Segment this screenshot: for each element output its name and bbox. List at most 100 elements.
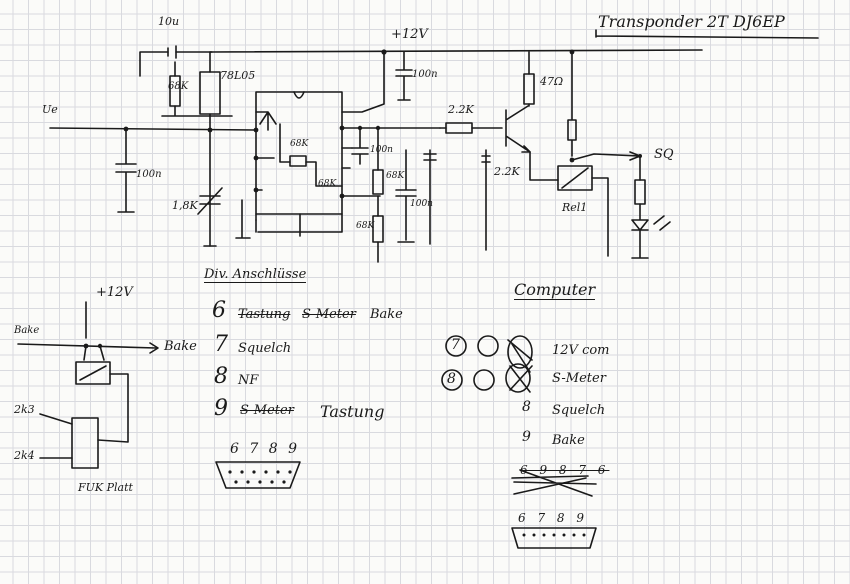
ic-to-rail: [341, 51, 385, 113]
resistor-top-left-leads: [161, 61, 233, 117]
conn-row-text: Squelch: [238, 341, 292, 356]
r2-label: 68K: [290, 139, 309, 149]
supply-label: +12V: [391, 27, 428, 42]
conn-row-struck: S-Meter: [302, 307, 356, 322]
ground-symbols: [203, 199, 251, 247]
cap-c: [395, 149, 417, 243]
r3-label: 68K: [318, 179, 337, 189]
input-line: [49, 127, 257, 131]
junction: [569, 157, 575, 163]
r1-label: 68K: [168, 81, 189, 92]
input-label: Ue: [42, 103, 58, 116]
circled-num: 7: [451, 337, 460, 353]
r-coll-label: 47Ω: [540, 75, 564, 88]
computer-row-text: S-Meter: [552, 371, 606, 386]
cap-b-label: 100n: [410, 199, 433, 209]
resistor-2-2k-base: [445, 122, 473, 134]
conn-row-num: 6: [212, 298, 226, 323]
out-label: SQ: [654, 147, 674, 162]
led-symbol: [631, 203, 649, 259]
relay-coil-slash: [561, 167, 589, 189]
plug-left-pins: [228, 470, 292, 484]
bl-supply-label: +12V: [96, 285, 133, 300]
bl-out-label: Bake: [164, 339, 197, 354]
circled-num: 8: [447, 371, 456, 387]
conn-row-num: 8: [214, 364, 228, 389]
conn-row-text: NF: [238, 373, 259, 388]
conn-row-num: 9: [214, 396, 228, 421]
bl-pin-leads: [39, 413, 73, 459]
bl-pin-a: 2k3: [14, 403, 35, 416]
bl-relay-coil: [75, 361, 111, 385]
r-in-label: 1,8K: [172, 199, 198, 212]
internal-wires: [279, 123, 343, 187]
transistor: [505, 105, 531, 153]
cap-a: [351, 127, 369, 165]
ic-right-pins: [341, 127, 441, 197]
cap-a-label: 100n: [370, 145, 393, 155]
relay-ground: [591, 177, 609, 257]
ic-body: [255, 91, 343, 215]
resistor-47: [523, 73, 535, 105]
computer-row-text: Squelch: [552, 403, 606, 418]
ic-bottom: [255, 213, 343, 237]
relay-label: Rel1: [562, 201, 588, 214]
r5-label: 68K: [356, 221, 375, 231]
bl-coil-slash: [79, 365, 107, 381]
plug-right-struck: [511, 469, 597, 497]
computer-row-text: 12V com: [552, 343, 610, 358]
resistor-led: [634, 179, 646, 205]
cap-top-label: 10u: [158, 15, 180, 28]
junction: [339, 125, 345, 131]
conn-row-num: 7: [214, 332, 228, 357]
conn-row-struck: Tastung: [238, 307, 291, 322]
junction: [253, 155, 259, 161]
ic-notch: [293, 91, 305, 99]
r-base-label: 2.2K: [448, 103, 474, 116]
plug-left-pin-labels: 6 7 8 9: [230, 441, 300, 457]
bl-branch: [83, 345, 105, 361]
bl-pin-b: 2k4: [14, 449, 35, 462]
scribble: [507, 339, 533, 393]
relay-contact-res: [567, 51, 577, 157]
led-rays: [653, 215, 671, 231]
bl-arrow: [149, 342, 159, 354]
cap-d: [423, 149, 437, 245]
junction: [381, 49, 387, 55]
trimmer-cap: [197, 187, 223, 215]
emitter-path: [529, 151, 559, 181]
cap-supply: [395, 51, 413, 101]
bl-return: [97, 373, 129, 443]
junction: [339, 193, 345, 199]
bl-module: [71, 417, 99, 469]
cap-10u-leads: [139, 51, 213, 77]
resistor-68k-internal: [289, 155, 307, 167]
connections-heading: Div. Anschlüsse: [204, 267, 307, 283]
bl-part-label: FUK Platt: [78, 481, 133, 494]
r-led-label: 2.2K: [494, 165, 520, 178]
computer-heading: Computer: [514, 280, 596, 300]
circled-pins: [441, 335, 533, 393]
plug-right-pins: [522, 533, 586, 537]
computer-row-num: 8: [522, 399, 531, 415]
cap-input: [115, 128, 137, 213]
cap-supply-label: 100n: [412, 69, 438, 80]
conn-row-text: Tastung: [320, 402, 385, 421]
resistor-68k-a: [372, 169, 384, 195]
plug-right-pin-labels: 6 7 8 9: [518, 511, 588, 525]
r4-label: 68K: [386, 171, 405, 181]
plug-left: [215, 461, 301, 489]
junction: [253, 187, 259, 193]
regulator-78l05: [199, 71, 221, 115]
ic-left-pins: [255, 111, 277, 221]
page-title: Transponder 2T DJ6EP: [598, 12, 785, 31]
cap-10u-symbol: [167, 45, 177, 59]
supply-rail: [209, 49, 703, 53]
conn-row-text: Bake: [370, 307, 403, 322]
cap-in-label: 100n: [136, 169, 162, 180]
plug-right: [511, 527, 597, 549]
regulator-label: 78L05: [220, 69, 256, 82]
junction: [207, 127, 213, 133]
